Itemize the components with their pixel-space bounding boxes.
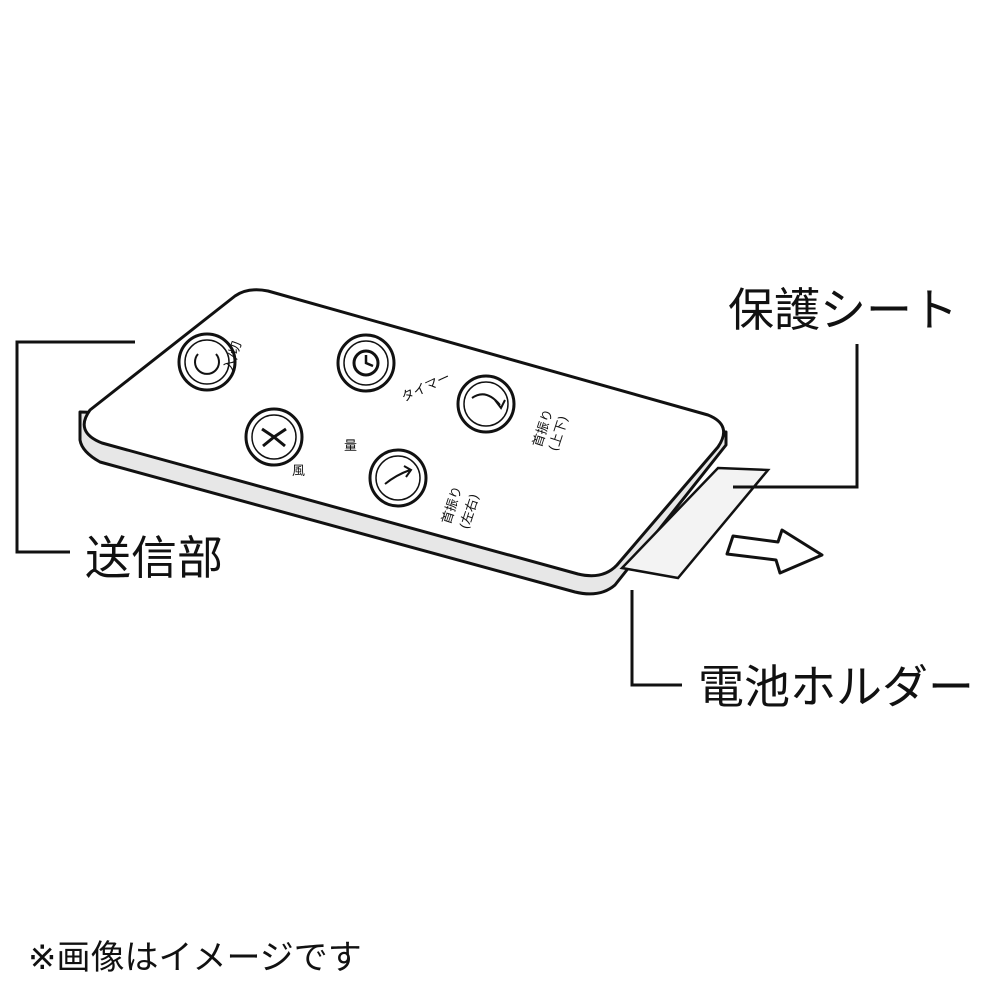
leader-lines [15, 340, 859, 687]
footnote: ※画像はイメージです [28, 938, 362, 978]
swing-horizontal-button[interactable]: 首振り (左右) [368, 448, 483, 531]
fan-speed-label-2: 量 [344, 439, 357, 454]
remote-top-face [82, 288, 726, 578]
battery-holder-leader [630, 590, 682, 687]
battery-holder-label: 電池ホルダー [698, 660, 974, 714]
transmitter-label: 送信部 [85, 531, 223, 585]
swing-arrow-icon [471, 393, 506, 410]
transmitter-leader [15, 340, 135, 554]
protective-sheet-label: 保護シート [728, 283, 958, 337]
power-icon [194, 353, 220, 375]
pull-arrow-icon [725, 528, 824, 575]
protective-sheet-leader [733, 344, 859, 489]
protective-sheet[interactable] [619, 466, 771, 580]
fan-speed-button[interactable]: 風 量 [244, 407, 357, 479]
swing-arrow-icon [384, 465, 413, 485]
swing-vertical-button[interactable]: 首振り (上下) [456, 374, 572, 453]
fan-icon [261, 427, 287, 448]
fan-speed-label-1: 風 [292, 464, 305, 479]
clock-icon [352, 349, 380, 377]
